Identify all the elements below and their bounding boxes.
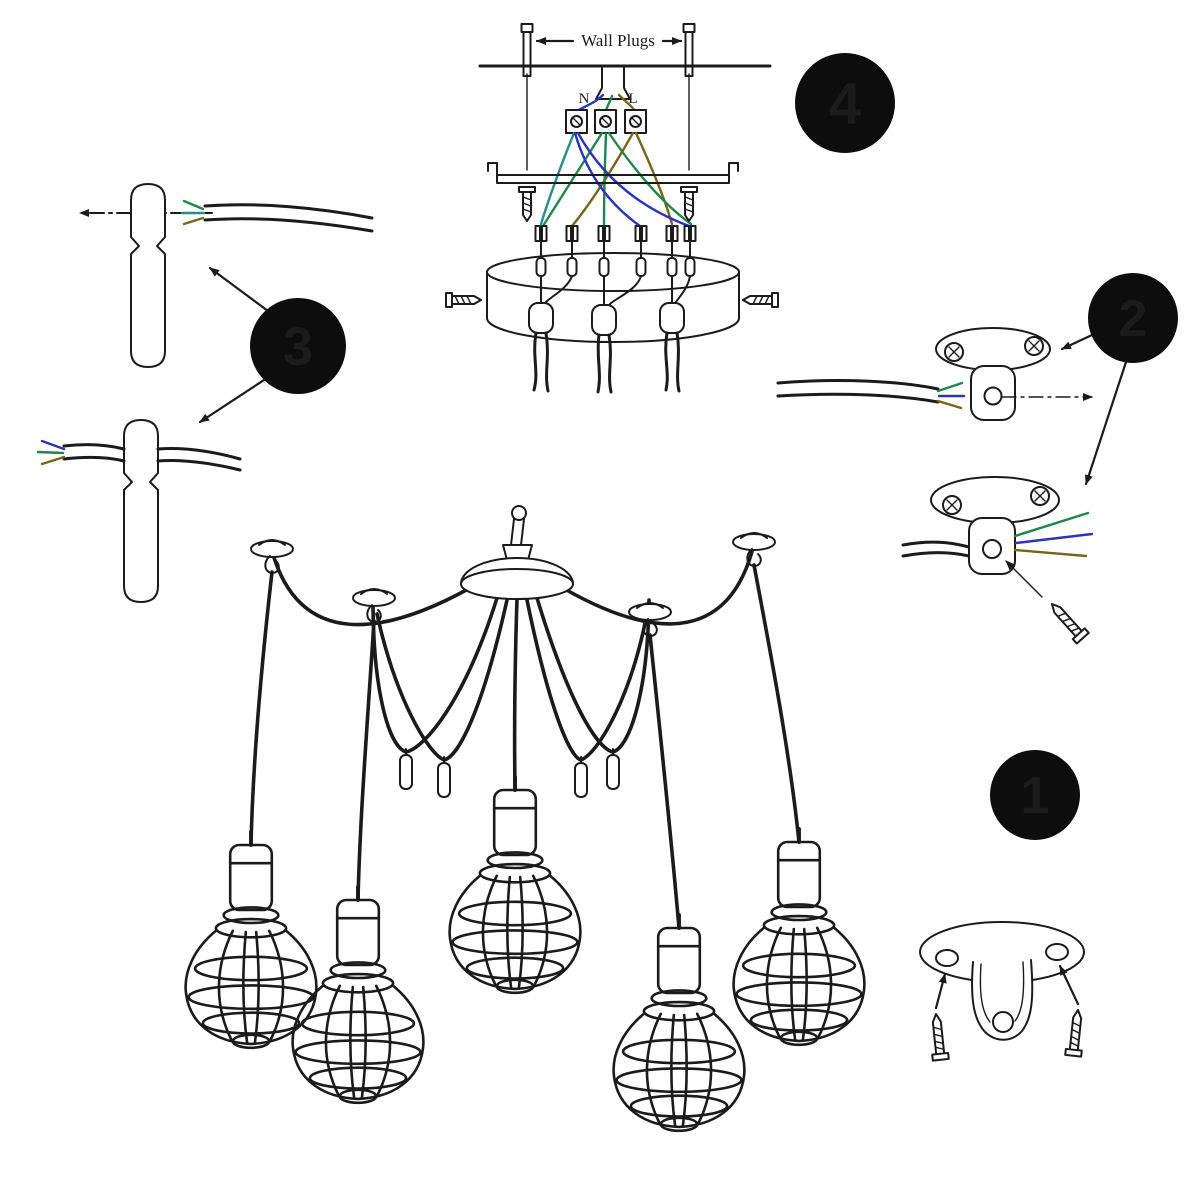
terminal-to-cord-wires <box>539 131 693 228</box>
step1-ceiling-hook <box>919 921 1087 1062</box>
spider-central-canopy <box>460 505 574 600</box>
cord-connector <box>606 748 620 790</box>
step2-clamp-bottom <box>901 476 1094 645</box>
pendant-drops <box>249 563 801 930</box>
live-label: L <box>628 91 637 107</box>
step-4-number: 4 <box>829 72 861 137</box>
wall-plug-right <box>682 23 696 77</box>
step-1-badge: 1 <box>990 750 1080 840</box>
step-1-number: 1 <box>1021 767 1050 825</box>
step-2-badge: 2 <box>1088 273 1178 363</box>
screw-arrow-right <box>1058 964 1080 1006</box>
screw-pointer <box>1005 560 1043 598</box>
hook-screw-left <box>927 1012 950 1062</box>
plate-screw-hole <box>944 342 964 362</box>
step-3-badge: 3 <box>250 298 346 394</box>
step3-arrow-bottom <box>198 378 266 424</box>
swag-hook-4 <box>732 532 776 567</box>
wall-plug-left <box>520 23 534 77</box>
step3-cord-grip-bottom <box>36 419 242 603</box>
cord-connector <box>399 748 413 790</box>
swag-hook-1 <box>250 539 294 574</box>
stripped-wires <box>1013 511 1094 558</box>
stripped-wires <box>936 381 966 410</box>
rose-screw-left <box>445 292 482 308</box>
cord-connector <box>574 756 588 798</box>
cord-anchors <box>534 225 697 306</box>
cage-lamp-3 <box>447 775 583 995</box>
plate-screw-hole <box>1030 486 1050 506</box>
rose-screw-right <box>742 292 779 308</box>
stripped-wires <box>36 439 66 466</box>
hook-screw-right <box>1064 1008 1087 1058</box>
mounting-bracket <box>487 73 739 222</box>
spider-chandelier <box>183 505 867 1133</box>
screw-arrow-left <box>934 972 947 1010</box>
step2-clamp-top <box>776 327 1093 421</box>
step-4-badge: 4 <box>795 53 895 153</box>
step3-arrow-top <box>208 266 274 316</box>
step-3-number: 3 <box>283 317 313 377</box>
step3-cord-grip-top <box>79 183 374 368</box>
plate-screw-hole <box>942 495 962 515</box>
cage-lamp-1 <box>183 830 319 1050</box>
step2-arrow-bottom <box>1084 360 1128 486</box>
cage-lamp-4 <box>611 913 747 1133</box>
cage-lamp-2 <box>290 885 426 1105</box>
clamp-screw <box>1045 597 1090 645</box>
cord-connector <box>437 756 451 798</box>
wall-plugs-label: Wall Plugs <box>581 31 655 50</box>
bracket-screw-left <box>518 186 536 222</box>
stripped-wires <box>180 199 206 226</box>
cage-lamp-5 <box>731 827 867 1047</box>
step2-arrow-top <box>1060 333 1094 351</box>
bracket-screw-right <box>680 186 698 222</box>
ceiling-rose <box>445 252 779 343</box>
neutral-label: N <box>579 91 590 107</box>
rose-cords <box>532 331 681 394</box>
step4-wiring-diagram: Wall Plugs N L <box>445 23 779 394</box>
ceiling-stem <box>595 65 631 100</box>
terminal-blocks <box>565 109 647 134</box>
step-2-number: 2 <box>1119 290 1148 348</box>
plate-screw-hole <box>1024 336 1044 356</box>
